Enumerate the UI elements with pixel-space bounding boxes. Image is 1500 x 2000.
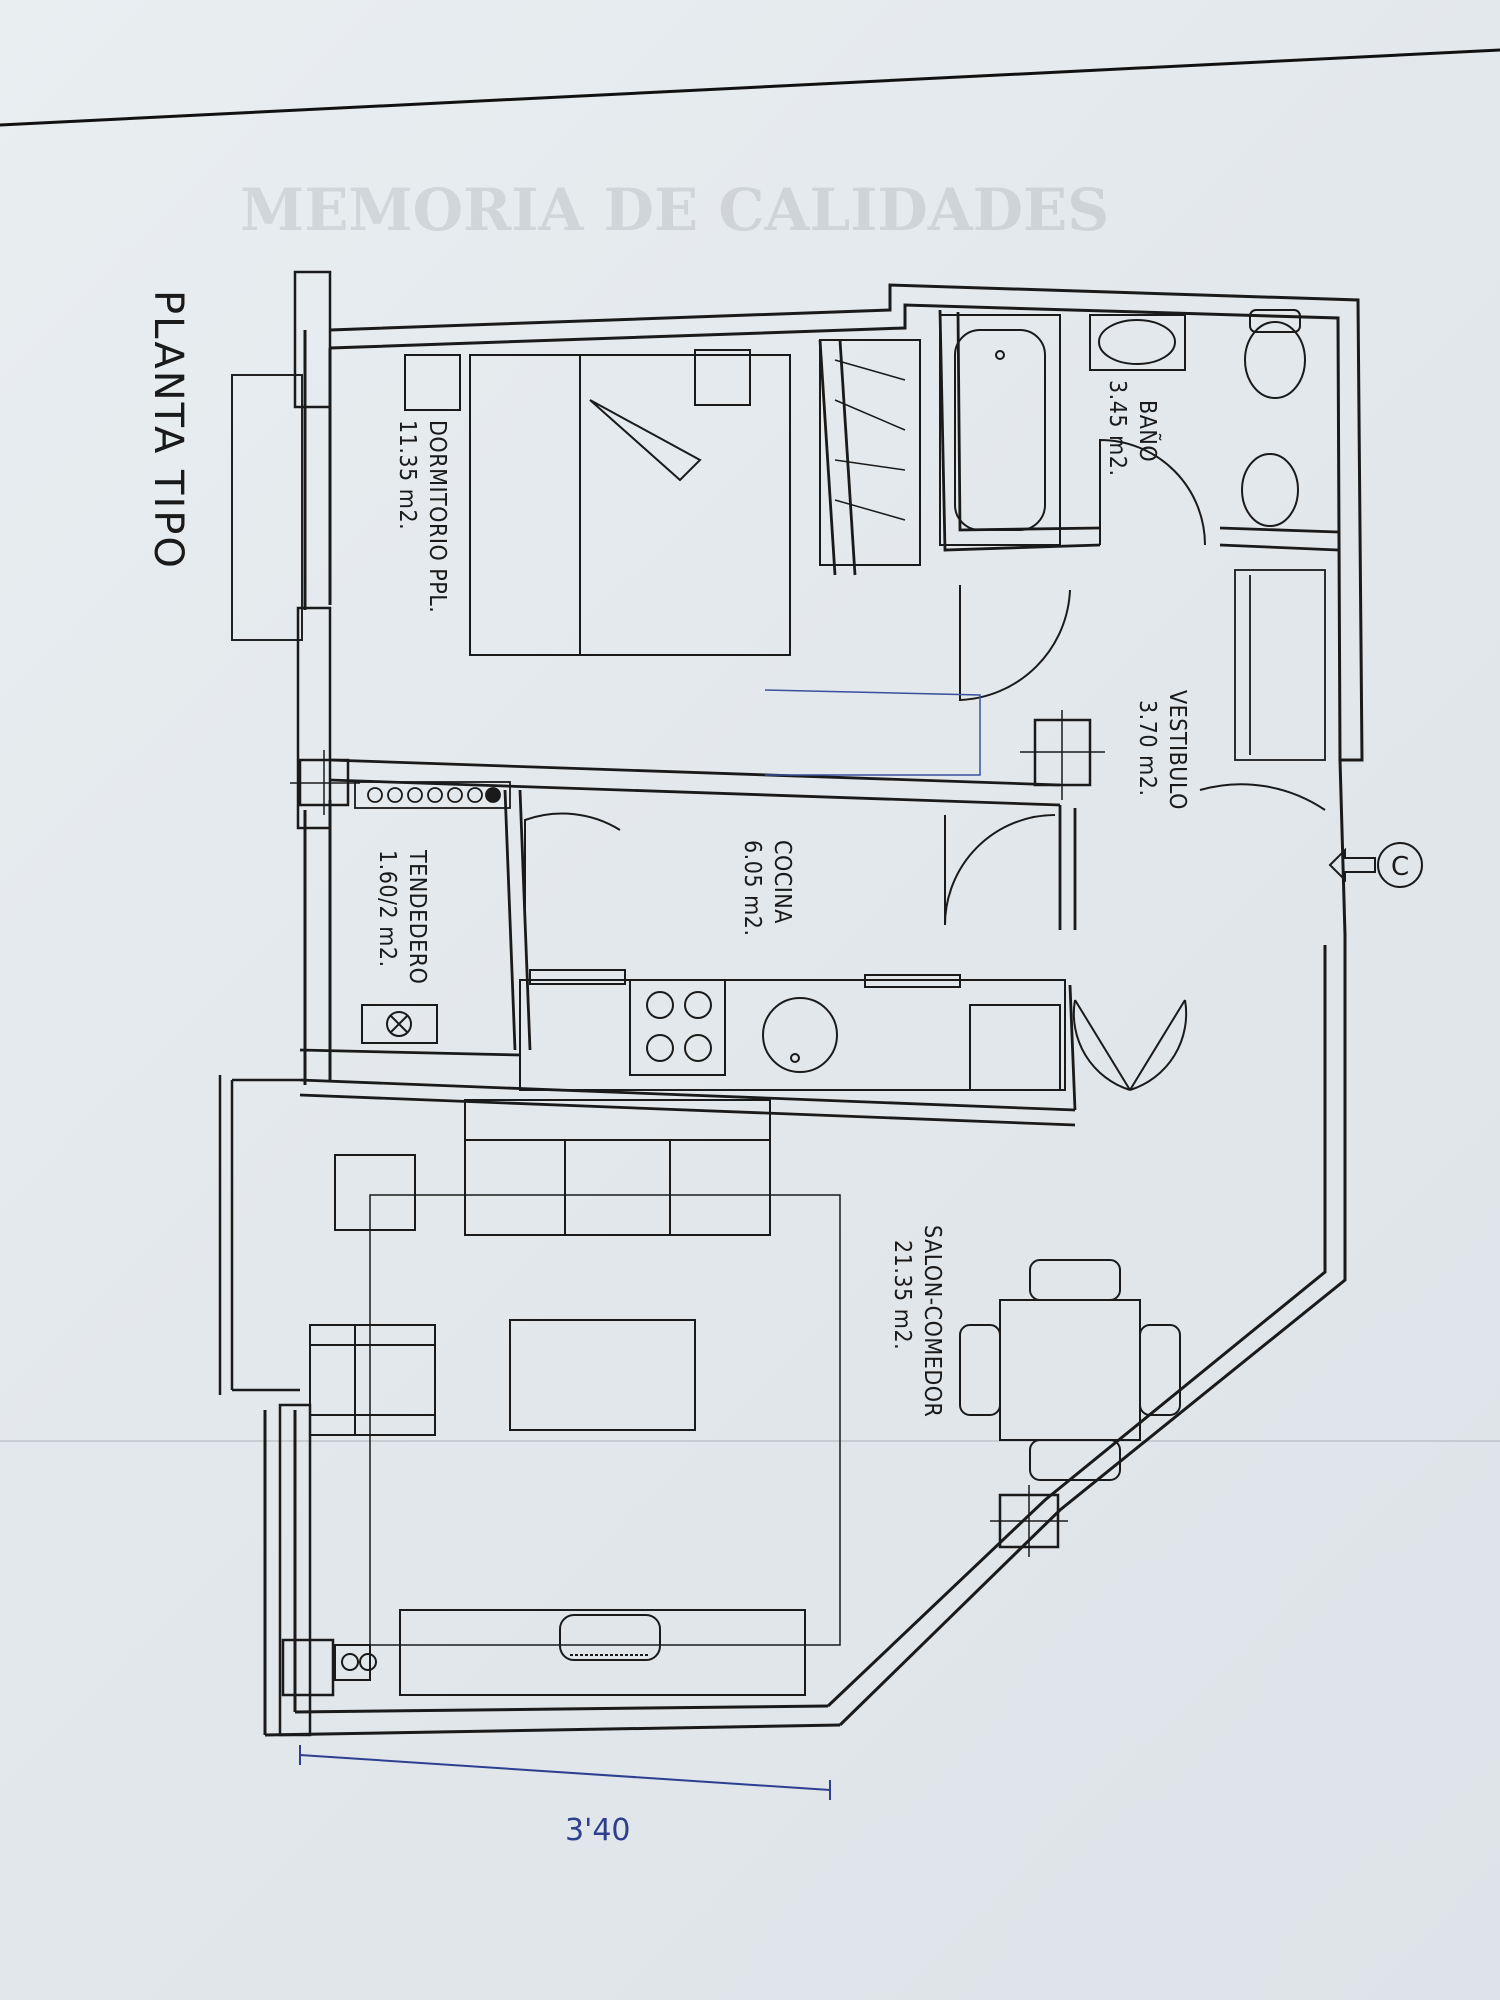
- svg-text:DORMITORIO PPL.: DORMITORIO PPL.: [424, 420, 450, 613]
- bathroom-fixtures: [939, 309, 1306, 546]
- room-label-dormitorio: DORMITORIO PPL. 11.35 m2.: [394, 420, 450, 613]
- nightstand-right: [694, 349, 751, 406]
- svg-text:SALON-COMEDOR: SALON-COMEDOR: [919, 1225, 945, 1417]
- room-label-salon: SALON-COMEDOR 21.35 m2.: [889, 1225, 945, 1417]
- paper-fold: [0, 1440, 1500, 1442]
- sofa: [464, 1099, 771, 1236]
- rug: [369, 1194, 841, 1646]
- svg-text:1.60/2 m2.: 1.60/2 m2.: [374, 850, 400, 968]
- hall-cabinet: [1234, 569, 1326, 761]
- structural-columns: [290, 710, 1105, 1557]
- svg-text:6.05 m2.: 6.05 m2.: [739, 840, 765, 937]
- svg-text:COCINA: COCINA: [769, 840, 795, 924]
- svg-text:BAÑO: BAÑO: [1134, 400, 1162, 462]
- wall-piers: [278, 270, 335, 1737]
- svg-text:11.35 m2.: 11.35 m2.: [394, 420, 420, 530]
- tv-unit: [399, 1609, 806, 1696]
- svg-text:VESTIBULO: VESTIBULO: [1164, 690, 1190, 810]
- dining-table: [999, 1299, 1141, 1441]
- room-label-tendedero: TENDEDERO 1.60/2 m2.: [374, 849, 430, 984]
- room-label-cocina: COCINA 6.05 m2.: [739, 840, 795, 937]
- room-label-bano: BAÑO 3.45 m2.: [1104, 380, 1162, 477]
- side-table: [334, 1154, 416, 1231]
- coffee-table: [509, 1319, 696, 1431]
- living-furniture: [309, 1099, 1181, 1696]
- living-window: [218, 1075, 300, 1395]
- vent-grille: [354, 781, 511, 809]
- entrance-mark: C: [1328, 842, 1423, 888]
- tv: [559, 1614, 661, 1661]
- armchair: [309, 1324, 436, 1436]
- toilet: [1244, 321, 1306, 399]
- svg-text:3.45 m2.: 3.45 m2.: [1104, 380, 1130, 477]
- paper-edge: [0, 48, 1500, 127]
- kitchen-counter: [519, 969, 1066, 1091]
- wardrobe: [819, 339, 921, 566]
- svg-text:TENDEDERO: TENDEDERO: [404, 849, 430, 984]
- orientation-mark: C: [1391, 852, 1409, 882]
- room-label-vestibulo: VESTIBULO 3.70 m2.: [1134, 690, 1190, 810]
- washbasin: [1089, 314, 1186, 371]
- sink: [762, 997, 838, 1073]
- cooktop: [629, 979, 726, 1076]
- outer-walls: [263, 283, 1364, 1737]
- background-heading: MEMORIA DE CALIDADES: [240, 176, 1109, 244]
- plan-title: PLANTA TIPO: [145, 290, 191, 570]
- balcony: [231, 374, 303, 641]
- bidet: [1241, 453, 1299, 527]
- doors: [524, 438, 1326, 1091]
- washing-machine: [361, 1004, 438, 1044]
- pen-sketch: [764, 689, 981, 776]
- bathtub: [939, 314, 1061, 546]
- interior-walls: [299, 309, 1339, 1127]
- svg-text:3.70 m2.: 3.70 m2.: [1134, 700, 1160, 797]
- dimension-line: [299, 1745, 831, 1800]
- fridge: [969, 1004, 1061, 1091]
- bed: [404, 349, 791, 656]
- dimension-note: 3'40: [565, 1813, 631, 1848]
- nightstand-left: [404, 354, 461, 411]
- svg-text:21.35 m2.: 21.35 m2.: [889, 1240, 915, 1350]
